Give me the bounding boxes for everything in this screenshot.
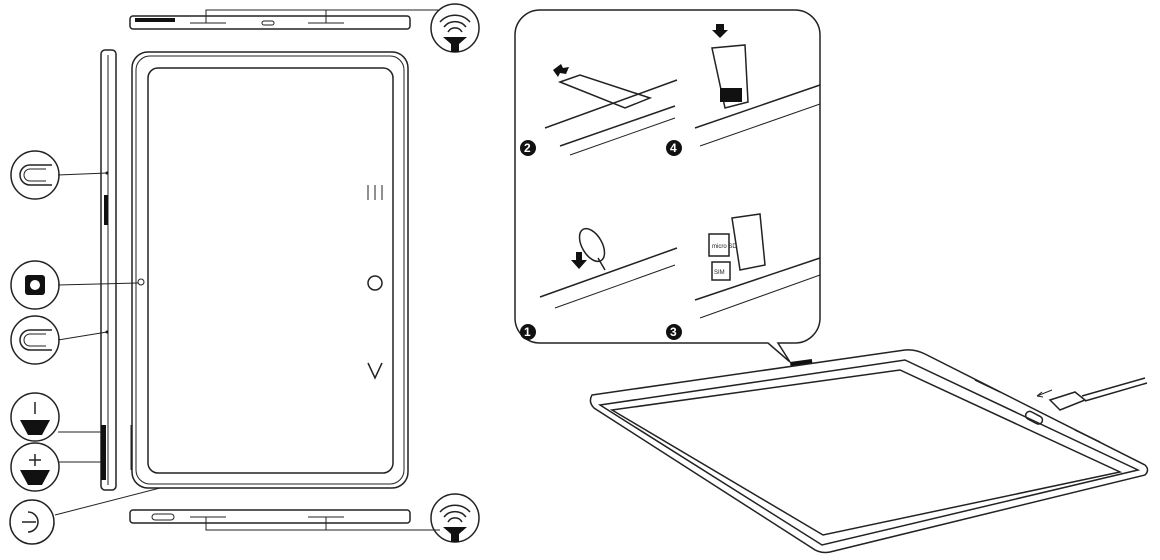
- step-4-number: 4: [670, 141, 677, 155]
- home-key-icon: [367, 275, 383, 291]
- recent-apps-key-icon: [367, 185, 383, 200]
- microphone-icon: [10, 150, 60, 200]
- power-icon: [9, 499, 55, 545]
- step-3-number: 3: [670, 325, 677, 339]
- step-4-illustration: [694, 24, 821, 147]
- camera-icon: [10, 260, 60, 310]
- side-view: [100, 49, 132, 491]
- front-view: [131, 51, 409, 489]
- top-edge-view: [129, 9, 440, 30]
- step-2-illustration: [544, 64, 678, 156]
- step-1-illustration: [539, 227, 678, 309]
- volume-down-icon: [10, 392, 60, 442]
- step-3-illustration: micro SD SIM: [694, 213, 821, 319]
- step-1-number: 1: [524, 325, 531, 339]
- speaker-icon: [430, 3, 480, 53]
- sim-install-steps-panel: micro SD SIM 2 4 1 3: [514, 9, 821, 363]
- speaker-icon: [430, 493, 480, 543]
- volume-up-icon: [10, 442, 60, 492]
- back-key-icon: [367, 362, 383, 380]
- sim-card-label: SIM: [714, 270, 725, 276]
- step-2-number: 2: [524, 141, 531, 155]
- microphone-icon: [10, 315, 60, 365]
- microsd-card-label: micro SD: [712, 244, 737, 250]
- tablet-perspective-view: [589, 349, 1149, 554]
- bottom-edge-view: [129, 509, 440, 531]
